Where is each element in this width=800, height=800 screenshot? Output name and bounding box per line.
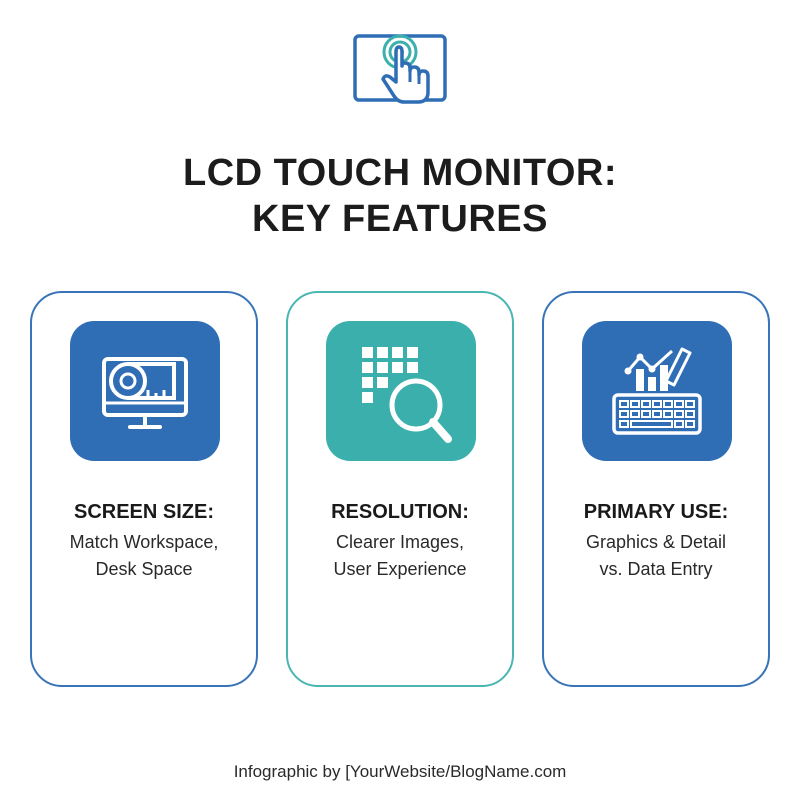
feature-cards: SCREEN SIZE: Match Workspace, Desk Space…: [30, 291, 770, 689]
chart-pencil-keyboard-icon: [582, 321, 732, 461]
card-desc-line: Graphics & Detail: [585, 532, 727, 552]
touch-screen-hand-icon: [352, 30, 448, 126]
card-description: Clearer Images, User Experience: [288, 529, 512, 583]
card-primary-use: PRIMARY USE: Graphics & Detail vs. Data …: [542, 291, 770, 687]
card-heading: PRIMARY USE:: [583, 501, 729, 523]
footer-credit: Infographic by [YourWebsite/BlogName.com: [233, 762, 567, 781]
card-heading: SCREEN SIZE:: [73, 501, 215, 523]
pixel-grid-magnifier-icon: [326, 321, 476, 461]
card-desc-line: User Experience: [333, 559, 467, 579]
title-line-2: KEY FEATURES: [252, 198, 548, 240]
card-desc-line: vs. Data Entry: [599, 559, 713, 579]
card-desc-line: Match Workspace,: [69, 532, 219, 552]
card-heading: RESOLUTION:: [331, 501, 469, 523]
card-resolution: RESOLUTION: Clearer Images, User Experie…: [286, 291, 514, 687]
card-description: Graphics & Detail vs. Data Entry: [544, 529, 768, 583]
card-description: Match Workspace, Desk Space: [32, 529, 256, 583]
page-title: LCD TOUCH MONITOR: KEY FEATURES: [0, 150, 800, 242]
card-screen-size: SCREEN SIZE: Match Workspace, Desk Space: [30, 291, 258, 687]
title-line-1: LCD TOUCH MONITOR:: [182, 152, 617, 194]
card-desc-line: Desk Space: [95, 559, 193, 579]
card-desc-line: Clearer Images,: [335, 532, 465, 552]
monitor-measuring-tape-icon: [70, 321, 220, 461]
